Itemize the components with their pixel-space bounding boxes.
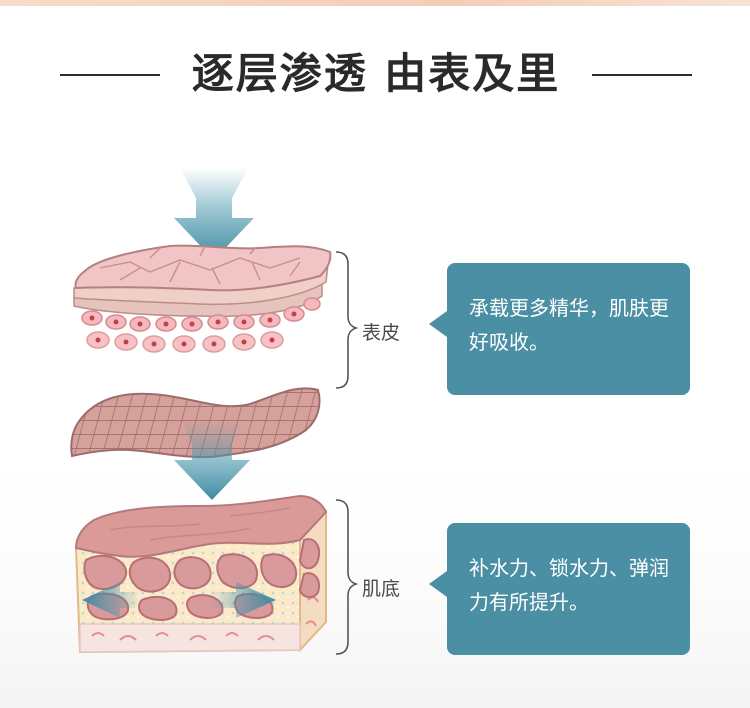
callout-dermis-text: 补水力、锁水力、弹润力有所提升。 <box>469 556 669 614</box>
page-title: 逐层渗透 由表及里 <box>191 49 561 98</box>
down-arrow-icon <box>174 420 250 500</box>
brace-icon <box>335 251 359 655</box>
callout-epidermis: 承载更多精华，肌肤更好吸收。 <box>429 263 690 395</box>
layer-label-epidermis: 表皮 <box>362 322 401 344</box>
down-arrow-icon <box>174 168 254 260</box>
callout-epidermis-text: 承载更多精华，肌肤更好吸收。 <box>469 296 669 354</box>
horizontal-double-arrow-icon <box>82 582 276 618</box>
dermis-block <box>74 494 328 654</box>
title-row: 逐层渗透 由表及里 <box>0 42 750 106</box>
callout-dermis: 补水力、锁水力、弹润力有所提升。 <box>429 523 690 655</box>
title-line-left <box>60 74 160 76</box>
epidermis-layer <box>73 244 332 353</box>
title-line-right <box>592 74 692 76</box>
layer-label-dermis: 肌底 <box>362 578 401 600</box>
top-decor-stripe <box>0 0 750 6</box>
